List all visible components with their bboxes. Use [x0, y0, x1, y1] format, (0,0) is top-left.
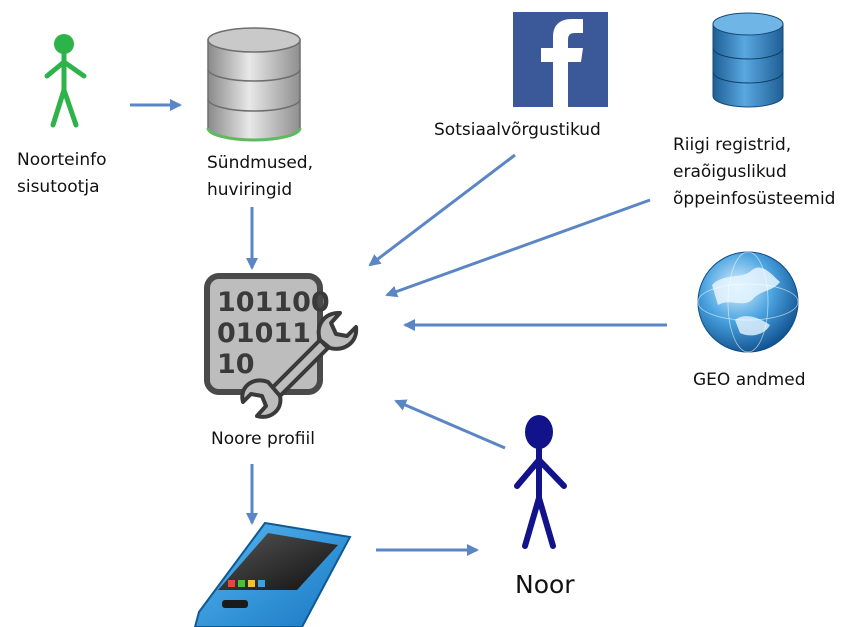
label-sotsiaalvorgustikud: Sotsiaalvõrgustikud	[434, 117, 601, 144]
label-geo-andmed: GEO andmed	[693, 367, 806, 394]
arrow-social-to-profile	[368, 153, 516, 267]
arrow-registries-to-profile	[385, 198, 651, 298]
globe-icon	[697, 251, 799, 353]
label-line: GEO andmed	[693, 370, 806, 390]
binary-line-3: 10	[217, 349, 255, 380]
label-line: eraõiguslikud	[673, 162, 787, 182]
label-riigi-registrid: Riigi registrid, eraõiguslikud õppeinfos…	[673, 132, 835, 213]
label-noore-profiil: Noore profiil	[211, 426, 315, 453]
label-line: sisutootja	[17, 177, 100, 197]
label-syndmused-huviringid: Sündmused, huviringid	[207, 150, 313, 204]
app-icon-yellow	[248, 580, 255, 587]
app-icon-blue	[258, 580, 265, 587]
blue-database-icon	[712, 12, 784, 108]
label-line: Riigi registrid,	[673, 135, 792, 155]
navy-person-icon	[514, 415, 567, 549]
label-noor: Noor	[515, 570, 575, 599]
smartphone-icon	[193, 521, 352, 627]
binary-line-1: 101100	[217, 287, 330, 318]
label-line: huviringid	[207, 180, 293, 200]
green-person-icon	[44, 34, 87, 128]
facebook-icon	[513, 12, 608, 107]
app-icon-red	[228, 580, 235, 587]
label-line: Noore profiil	[211, 429, 315, 449]
label-noorteinfo-sisutootja: Noorteinfo sisutootja	[17, 147, 107, 201]
database-icon	[206, 27, 302, 142]
binary-line-2: 01011	[217, 318, 311, 349]
app-icon-green	[238, 580, 245, 587]
label-line: Sotsiaalvõrgustikud	[434, 120, 601, 140]
arrows	[130, 99, 667, 556]
label-line: Sündmused,	[207, 153, 313, 173]
arrow-youth-to-profile	[394, 399, 506, 450]
home-button	[222, 600, 248, 608]
binary-wrench-icon: 101100 01011 10	[204, 273, 359, 419]
wrench-icon	[240, 310, 359, 419]
label-line: õppeinfosüsteemid	[673, 189, 836, 209]
label-line: Noorteinfo	[17, 150, 107, 170]
